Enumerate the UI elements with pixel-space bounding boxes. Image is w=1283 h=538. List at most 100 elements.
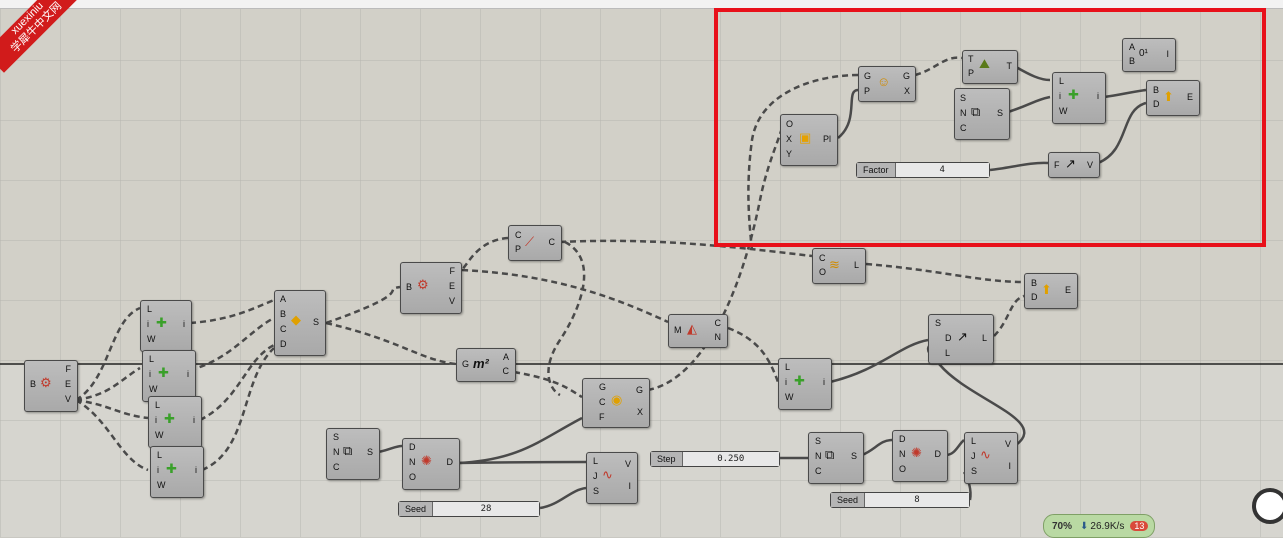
project-icon: ◉ bbox=[611, 392, 623, 407]
transform-icon: ⛰ bbox=[979, 56, 990, 71]
output-label: X bbox=[903, 86, 910, 96]
output-label: i bbox=[1097, 91, 1099, 101]
slider-label: Step bbox=[651, 452, 683, 466]
list-item-component-1[interactable]: L i W ✚ i bbox=[140, 300, 192, 352]
input-label: P bbox=[864, 86, 871, 96]
cp-component-mid[interactable]: C P ⟋ C bbox=[508, 225, 562, 261]
brep-components-left[interactable]: B ⚙ F E V bbox=[24, 360, 78, 412]
input-label: F bbox=[599, 412, 605, 422]
input-label: B bbox=[1031, 278, 1038, 288]
output-label: C bbox=[502, 366, 510, 376]
input-label: i bbox=[155, 415, 157, 425]
snc-component-top[interactable]: S N C ⧉ S bbox=[954, 88, 1010, 140]
gp-component[interactable]: G P ☺ G X bbox=[858, 66, 916, 102]
bool-icon: 0¹ bbox=[1139, 48, 1148, 59]
factor-slider[interactable]: Factor 4 bbox=[856, 162, 990, 178]
output-label: i bbox=[183, 319, 185, 329]
output-label: S bbox=[996, 108, 1003, 118]
input-label: W bbox=[155, 430, 164, 440]
input-label: C bbox=[280, 324, 287, 334]
series-icon: ⧉ bbox=[971, 104, 981, 119]
snc-component-bottom-2[interactable]: S N C ⧉ S bbox=[808, 432, 864, 484]
slider-label: Seed bbox=[831, 493, 866, 507]
top-toolbar bbox=[0, 0, 1283, 9]
offset-icon: ≋ bbox=[829, 257, 840, 272]
ljs-component-bottom[interactable]: L J S ∿ V I bbox=[586, 452, 638, 504]
slider-label: Factor bbox=[857, 163, 896, 177]
input-label: i bbox=[149, 369, 151, 379]
input-label: W bbox=[785, 392, 794, 402]
input-label: T bbox=[968, 54, 974, 64]
input-label: S bbox=[935, 318, 942, 328]
slider-value[interactable]: 4 bbox=[895, 163, 989, 177]
navigation-wheel[interactable] bbox=[1252, 488, 1283, 524]
tp-component[interactable]: T P ⛰ T bbox=[962, 50, 1018, 84]
gcf-component[interactable]: G C F ◉ G X bbox=[582, 378, 650, 428]
output-label: E bbox=[64, 379, 71, 389]
area-component[interactable]: G m² A C bbox=[456, 348, 516, 382]
dno-component-bottom[interactable]: D N O ✺ D bbox=[402, 438, 460, 490]
input-label: C bbox=[515, 230, 522, 240]
input-label: N bbox=[960, 108, 967, 118]
snc-component-bottom[interactable]: S N C ⧉ S bbox=[326, 428, 380, 480]
network-status-badge: 70% ⬇ 26.9K/s 13 bbox=[1043, 514, 1155, 538]
input-label: B bbox=[30, 379, 37, 389]
input-label: J bbox=[593, 471, 598, 481]
curve-point-icon: ⟋ bbox=[525, 234, 535, 249]
list-item-component-3[interactable]: L i W ✚ i bbox=[148, 396, 202, 448]
output-label: S bbox=[850, 451, 857, 461]
input-label: N bbox=[333, 447, 340, 457]
slider-value[interactable]: 8 bbox=[865, 493, 969, 507]
co-component-mid[interactable]: C O ≋ L bbox=[812, 248, 866, 284]
highlight-box bbox=[714, 8, 1266, 247]
input-label: W bbox=[149, 384, 158, 394]
input-label: N bbox=[409, 457, 416, 467]
input-label: D bbox=[409, 442, 416, 452]
step-slider[interactable]: Step 0.250 bbox=[650, 451, 780, 467]
output-label: i bbox=[187, 369, 189, 379]
list-item-component-2[interactable]: L i W ✚ i bbox=[142, 350, 196, 402]
input-label: S bbox=[971, 466, 978, 476]
output-label: V bbox=[624, 459, 631, 469]
ljs-component-bottom-2[interactable]: L J S ∿ V I bbox=[964, 432, 1018, 484]
output-label: N bbox=[714, 332, 722, 342]
list-item-component-top[interactable]: L i W ✚ i bbox=[1052, 72, 1106, 124]
seed-slider-left[interactable]: Seed 28 bbox=[398, 501, 540, 517]
input-label: G bbox=[864, 71, 872, 81]
input-label: D bbox=[1031, 292, 1038, 302]
input-label: i bbox=[157, 465, 159, 475]
random-icon: ✺ bbox=[911, 445, 922, 460]
input-label: L bbox=[155, 400, 161, 410]
output-label: C bbox=[714, 318, 722, 328]
output-label: V bbox=[448, 296, 455, 306]
bd-component-mid[interactable]: B D ⬆ E bbox=[1024, 273, 1078, 309]
list-item-icon: ✚ bbox=[164, 411, 175, 426]
mcn-component[interactable]: M ◭ C N bbox=[668, 314, 728, 348]
input-label: L bbox=[945, 348, 951, 358]
construct-plane-component[interactable]: O X Y ▣ Pl bbox=[780, 114, 838, 166]
output-label: E bbox=[448, 281, 455, 291]
slider-value[interactable]: 0.250 bbox=[682, 452, 779, 466]
slider-value[interactable]: 28 bbox=[433, 502, 539, 516]
ab-component-top[interactable]: A B 0¹ I bbox=[1122, 38, 1176, 72]
list-item-component-4[interactable]: L i W ✚ i bbox=[150, 446, 204, 498]
input-label: N bbox=[899, 449, 906, 459]
input-label: i bbox=[147, 319, 149, 329]
input-label: L bbox=[147, 304, 153, 314]
brep-components-mid[interactable]: B ⚙ F E V bbox=[400, 262, 462, 314]
input-label: B bbox=[406, 282, 413, 292]
input-label: N bbox=[815, 451, 822, 461]
bd-component-top[interactable]: B D ⬆ E bbox=[1146, 80, 1200, 116]
seed-slider-right[interactable]: Seed 8 bbox=[830, 492, 970, 508]
sdl-component[interactable]: S D L ↗ L bbox=[928, 314, 994, 364]
dno-component-bottom-2[interactable]: D N O ✺ D bbox=[892, 430, 948, 482]
input-label: B bbox=[1129, 56, 1136, 66]
jitter-icon: ∿ bbox=[980, 447, 991, 462]
abcd-component[interactable]: A B C D ◆ S bbox=[274, 290, 326, 356]
output-label: F bbox=[449, 266, 456, 276]
list-item-component-mid[interactable]: L i W ✚ i bbox=[778, 358, 832, 410]
extrude-icon: ⬆ bbox=[1163, 89, 1174, 104]
input-label: O bbox=[409, 472, 417, 482]
fv-component[interactable]: F ↗ V bbox=[1048, 152, 1100, 178]
